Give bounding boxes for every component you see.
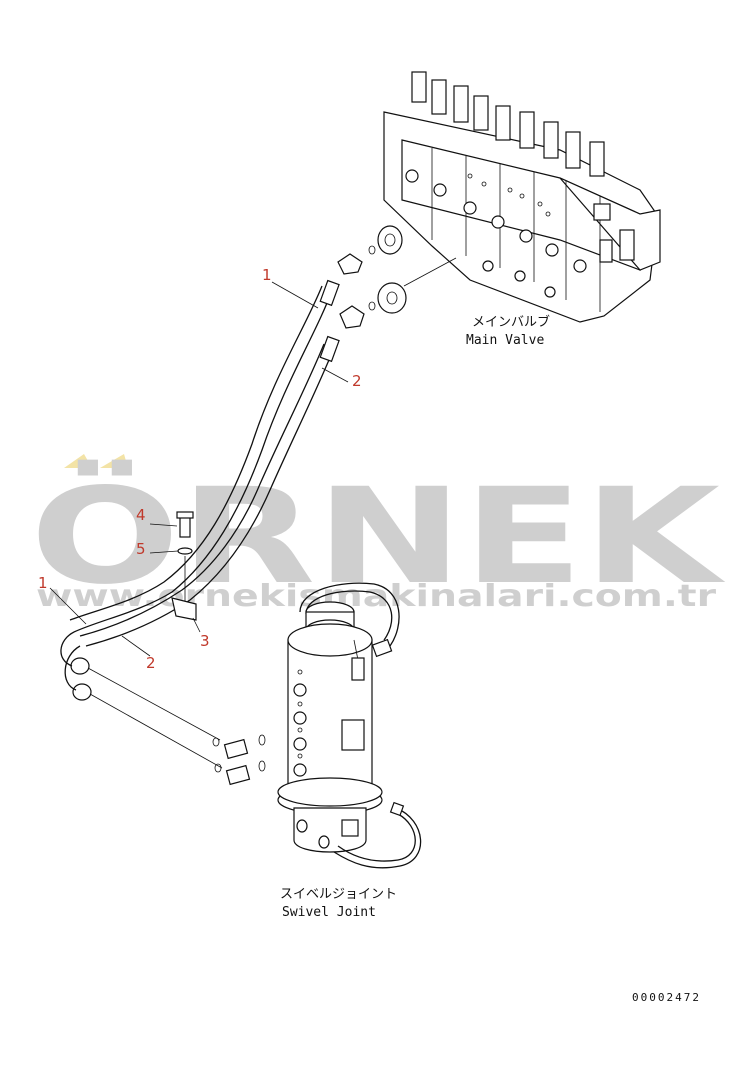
watermark-accent-right [100, 454, 128, 468]
watermark-brand: ÖRNEK [30, 460, 726, 614]
main-valve-label-en: Main Valve [466, 333, 544, 348]
hose-assembly [60, 279, 340, 786]
swivel-joint-label-jp: スイベルジョイント [280, 887, 397, 902]
valve-flange-upper [377, 225, 403, 255]
clamp-assembly [149, 511, 201, 633]
swivel-joint-drawing [277, 582, 422, 869]
callout-washer-5: 5 [136, 540, 146, 558]
document-number: 00002472 [632, 991, 701, 1004]
callout-hose-1-lower: 1 [38, 574, 48, 592]
main-valve-drawing [337, 71, 661, 329]
watermark-accent-left [64, 454, 92, 468]
valve-flange-lower [377, 282, 407, 314]
callout-clamp-3: 3 [200, 632, 210, 650]
callout-hose-1-upper: 1 [262, 266, 272, 284]
main-valve-label-jp: メインバルブ [472, 314, 550, 330]
watermark: ÖRNEK www.ornekismakinalari.com.tr [30, 454, 726, 614]
callout-hose-2-upper: 2 [352, 372, 362, 390]
callout-hose-2-lower: 2 [146, 654, 156, 672]
clamp [171, 597, 197, 621]
swivel-joint-label-en: Swivel Joint [282, 905, 376, 920]
washer [177, 547, 193, 555]
callout-bolt-4: 4 [136, 506, 146, 524]
